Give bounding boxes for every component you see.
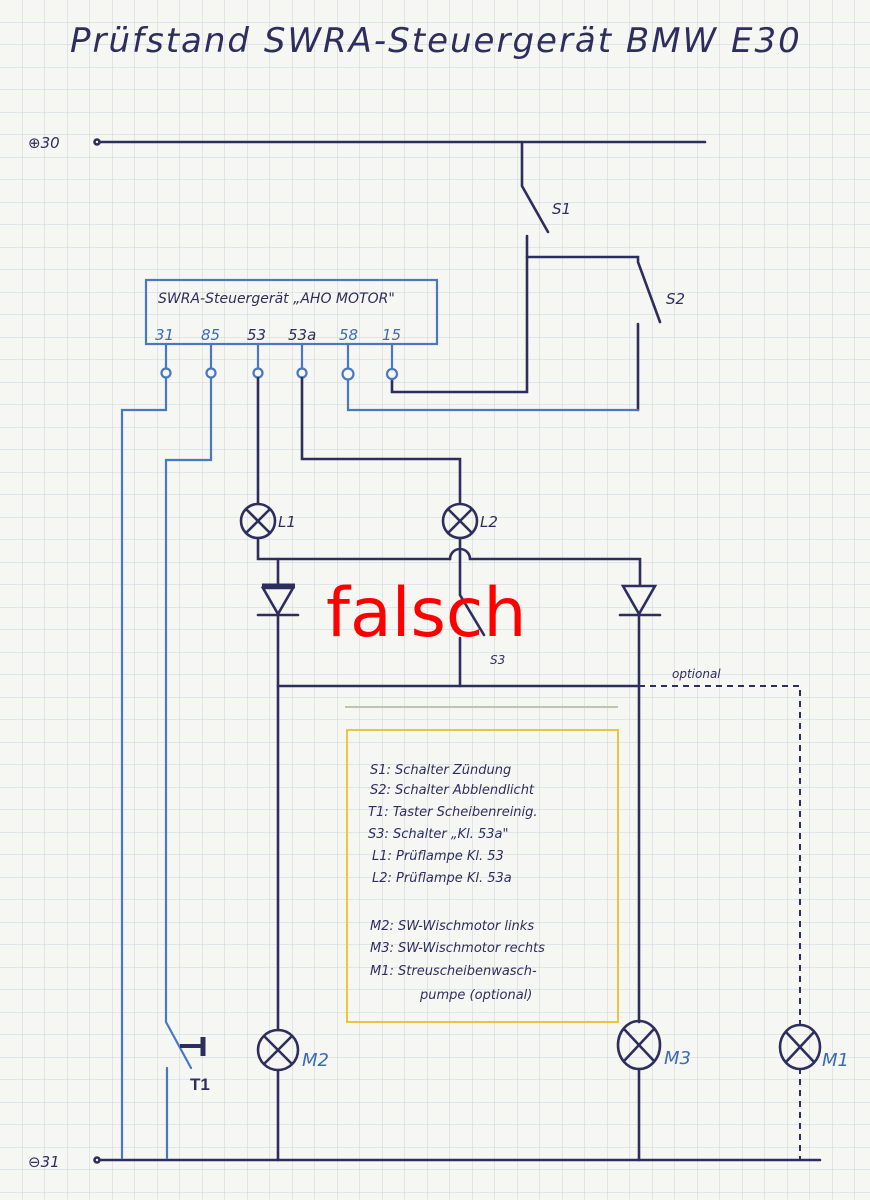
pushbutton-t1: T1 — [180, 1037, 210, 1094]
t1-label: T1 — [190, 1075, 210, 1094]
legend-line: S1: Schalter Zündung — [370, 763, 511, 778]
legend-box: S1: Schalter Zündung S2: Schalter Abblen… — [346, 729, 619, 1023]
l1-label: L1 — [278, 513, 296, 531]
control-unit: SWRA-Steuergerät „AHO MOTOR" 31 85 53 53… — [144, 278, 439, 381]
legend-line: S3: Schalter „Kl. 53a" — [368, 827, 508, 842]
falsch-overlay: falsch — [326, 574, 526, 653]
wire-terminal-31 — [120, 376, 168, 1160]
legend-line: M2: SW-Wischmotor links — [370, 919, 534, 934]
wire-optional — [639, 685, 801, 1027]
s2-label: S2 — [666, 290, 685, 308]
terminal-label-31: 31 — [155, 326, 174, 344]
m2-label: M2 — [302, 1050, 329, 1071]
wire-terminal-85 — [164, 376, 213, 1070]
l2-label: L2 — [480, 513, 498, 531]
motor-m2: M2 — [256, 1028, 329, 1162]
legend-line: T1: Taster Scheibenreinig. — [368, 805, 538, 820]
switch-s2: S2 — [346, 255, 685, 412]
legend-line: L1: Prüflampe Kl. 53 — [372, 849, 504, 864]
wire-terminal-53a — [300, 376, 462, 505]
legend-line: L2: Prüflampe Kl. 53a — [372, 871, 512, 886]
legend-line: M1: Streuscheibenwasch- — [370, 964, 537, 979]
motor-m3: M3 — [616, 1019, 691, 1162]
legend-line: pumpe (optional) — [419, 988, 532, 1003]
wire-l1-bus — [256, 536, 452, 561]
motor-m1: M1 — [778, 1023, 849, 1071]
optional-label: optional — [672, 667, 721, 681]
m1-label: M1 — [822, 1050, 849, 1071]
terminal-label-58: 58 — [339, 326, 358, 344]
switch-s1: S1 — [390, 140, 571, 394]
control-unit-title: SWRA-Steuergerät „AHO MOTOR" — [158, 291, 395, 307]
m3-label: M3 — [664, 1048, 691, 1069]
legend-line: S2: Schalter Abblendlicht — [370, 783, 535, 798]
s3-label: S3 — [490, 653, 505, 667]
plus-30-label: ⊕30 — [28, 134, 60, 152]
terminal-label-53a: 53a — [288, 326, 316, 344]
terminal-label-85: 85 — [201, 326, 220, 344]
wire-bus-hop — [448, 547, 642, 587]
terminal-label-15: 15 — [382, 326, 401, 344]
legend-line: M3: SW-Wischmotor rechts — [370, 941, 545, 956]
terminal-label-53: 53 — [247, 326, 266, 344]
s1-label: S1 — [552, 200, 571, 218]
switch-s3: S3 — [458, 536, 505, 688]
minus-31-label: ⊖31 — [28, 1153, 60, 1171]
page-title: Prüfstand SWRA-Steuergerät BMW E30 — [70, 21, 802, 61]
